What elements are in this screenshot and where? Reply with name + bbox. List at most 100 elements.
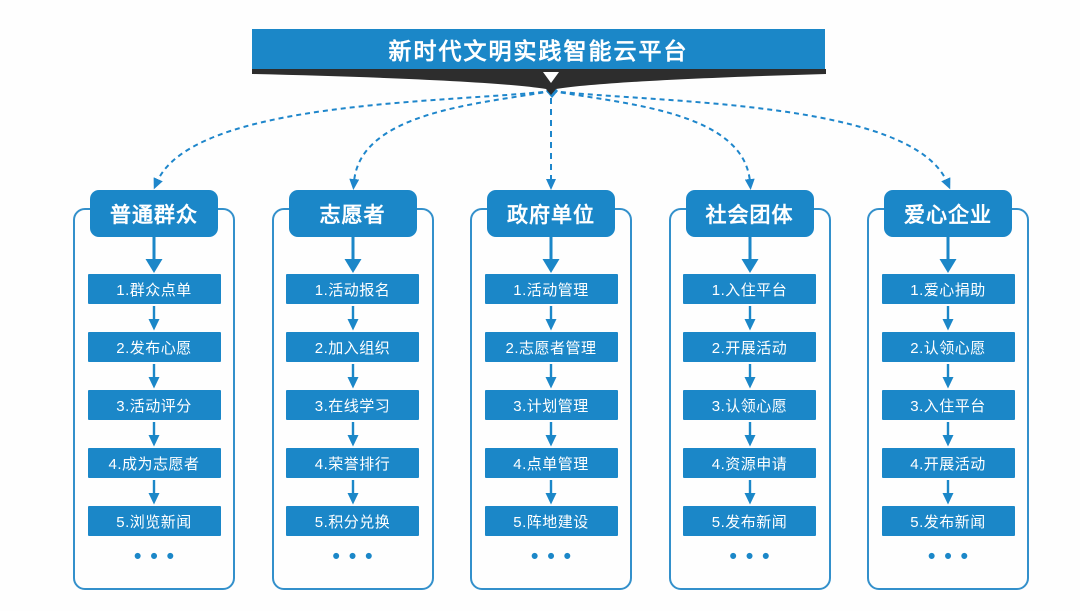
flow-step-label: 3.入住平台 bbox=[910, 397, 986, 415]
column-title: 社会团体 bbox=[705, 203, 794, 227]
column-title: 志愿者 bbox=[319, 203, 386, 227]
arrow-down-icon bbox=[344, 237, 361, 273]
flow-step: 4.资源申请 bbox=[683, 448, 816, 478]
flow-step-label: 1.活动报名 bbox=[314, 281, 391, 299]
column-header: 普通群众 bbox=[90, 190, 218, 237]
flow-step: 5.发布新闻 bbox=[881, 506, 1015, 536]
ellipsis: ••• bbox=[332, 545, 382, 568]
flow-step: 5.积分兑换 bbox=[286, 506, 419, 536]
flow-step: 1.入住平台 bbox=[683, 274, 816, 304]
platform-title: 新时代文明实践智能云平台 bbox=[388, 38, 689, 64]
flow-step: 4.荣誉排行 bbox=[286, 448, 419, 478]
dashed-arrow-to-social-groups bbox=[551, 90, 755, 190]
flow-step-label: 2.开展活动 bbox=[711, 339, 788, 357]
flow-step-label: 3.计划管理 bbox=[513, 397, 589, 415]
arrow-down-icon bbox=[545, 422, 557, 447]
flow-step-label: 4.点单管理 bbox=[513, 455, 589, 473]
ellipsis: ••• bbox=[530, 545, 581, 568]
arrow-down-icon bbox=[939, 237, 957, 273]
column-header: 爱心企业 bbox=[884, 190, 1012, 237]
arrow-down-icon bbox=[942, 364, 954, 389]
arrow-down-icon bbox=[145, 237, 163, 273]
flow-step-label: 5.浏览新闻 bbox=[116, 513, 192, 531]
flow-step-label: 1.群众点单 bbox=[116, 281, 192, 299]
column-charity-companies: 爱心企业 1.爱心捐助 2.认领心愿 3.入住平台 4.开展活动 5.发布新闻 … bbox=[867, 190, 1029, 594]
ellipsis: ••• bbox=[729, 545, 779, 568]
flow-step-label: 4.开展活动 bbox=[910, 455, 986, 473]
down-triangle-icon bbox=[543, 72, 559, 83]
arrow-down-icon bbox=[942, 306, 954, 331]
flow-step-label: 3.在线学习 bbox=[314, 397, 391, 415]
column-header: 志愿者 bbox=[288, 190, 417, 237]
flow-step: 4.开展活动 bbox=[881, 448, 1015, 478]
flow-step: 5.阵地建设 bbox=[484, 506, 618, 536]
flow-step: 2.发布心愿 bbox=[87, 332, 221, 362]
flow-step-label: 3.认领心愿 bbox=[711, 397, 788, 415]
flow-step: 3.活动评分 bbox=[87, 390, 221, 420]
flow-step-label: 4.成为志愿者 bbox=[108, 455, 200, 473]
flow-step-label: 5.发布新闻 bbox=[910, 513, 986, 531]
arrow-down-icon bbox=[744, 364, 755, 389]
column-general-public: 普通群众 1.群众点单 2.发布心愿 3.活动评分 4.成为志愿者 5.浏览新闻… bbox=[73, 190, 235, 594]
ellipsis: ••• bbox=[133, 545, 184, 568]
flow-step-label: 2.认领心愿 bbox=[910, 339, 986, 357]
arrow-down-icon bbox=[545, 364, 557, 389]
arrow-down-icon bbox=[744, 422, 755, 447]
arrow-down-icon bbox=[744, 480, 755, 505]
arrow-down-icon bbox=[148, 422, 160, 447]
flow-step: 4.成为志愿者 bbox=[87, 448, 221, 478]
flow-step: 3.计划管理 bbox=[484, 390, 618, 420]
arrow-down-icon bbox=[347, 480, 358, 505]
flow-step-label: 4.荣誉排行 bbox=[314, 455, 391, 473]
dashed-arrow-to-general-public bbox=[153, 90, 553, 190]
arrow-down-icon bbox=[148, 306, 160, 331]
arrow-down-icon bbox=[347, 306, 358, 331]
flow-step: 1.群众点单 bbox=[87, 274, 221, 304]
arrow-down-icon bbox=[148, 364, 160, 389]
arrow-down-icon bbox=[542, 237, 560, 273]
column-government: 政府单位 1.活动管理 2.志愿者管理 3.计划管理 4.点单管理 5.阵地建设… bbox=[470, 190, 632, 594]
flow-step-label: 1.爱心捐助 bbox=[910, 281, 986, 299]
flow-step: 1.活动管理 bbox=[484, 274, 618, 304]
column-title: 普通群众 bbox=[110, 203, 198, 227]
column-header: 政府单位 bbox=[487, 190, 615, 237]
arrow-down-icon bbox=[744, 306, 755, 331]
dashed-arrow-to-volunteers bbox=[349, 90, 553, 190]
flow-step-label: 3.活动评分 bbox=[116, 397, 192, 415]
ellipsis: ••• bbox=[927, 545, 978, 568]
platform-title-banner: 新时代文明实践智能云平台 bbox=[252, 29, 825, 69]
flow-step-label: 1.活动管理 bbox=[513, 281, 589, 299]
flow-step: 2.开展活动 bbox=[683, 332, 816, 362]
flow-step: 5.发布新闻 bbox=[683, 506, 816, 536]
flow-step: 2.加入组织 bbox=[286, 332, 419, 362]
arrow-down-icon bbox=[148, 480, 160, 505]
flow-step: 2.志愿者管理 bbox=[484, 332, 618, 362]
arrow-down-icon bbox=[347, 422, 358, 447]
column-social-groups: 社会团体 1.入住平台 2.开展活动 3.认领心愿 4.资源申请 5.发布新闻 … bbox=[668, 190, 831, 594]
flow-step-label: 2.发布心愿 bbox=[116, 339, 192, 357]
dashed-arrow-to-charity-companies bbox=[551, 90, 951, 190]
flow-step-label: 4.资源申请 bbox=[711, 455, 788, 473]
flow-step-label: 5.积分兑换 bbox=[314, 513, 391, 531]
flow-step-label: 5.阵地建设 bbox=[513, 513, 589, 531]
arrow-down-icon bbox=[942, 480, 954, 505]
flow-step: 1.爱心捐助 bbox=[881, 274, 1015, 304]
column-header: 社会团体 bbox=[685, 190, 814, 237]
flow-step: 1.活动报名 bbox=[286, 274, 419, 304]
flow-step: 4.点单管理 bbox=[484, 448, 618, 478]
arrow-down-icon bbox=[545, 480, 557, 505]
column-title: 爱心企业 bbox=[904, 203, 992, 227]
flow-step: 3.入住平台 bbox=[881, 390, 1015, 420]
flow-step: 3.在线学习 bbox=[286, 390, 419, 420]
flow-step-label: 2.加入组织 bbox=[314, 339, 391, 357]
flow-step: 5.浏览新闻 bbox=[87, 506, 221, 536]
arrow-down-icon bbox=[741, 237, 758, 273]
flow-step: 2.认领心愿 bbox=[881, 332, 1015, 362]
banner-ribbon-pointer bbox=[252, 69, 826, 95]
column-title: 政府单位 bbox=[507, 203, 595, 227]
arrow-down-icon bbox=[347, 364, 358, 389]
flow-step-label: 5.发布新闻 bbox=[711, 513, 788, 531]
flow-step-label: 1.入住平台 bbox=[711, 281, 788, 299]
arrow-down-icon bbox=[545, 306, 557, 331]
